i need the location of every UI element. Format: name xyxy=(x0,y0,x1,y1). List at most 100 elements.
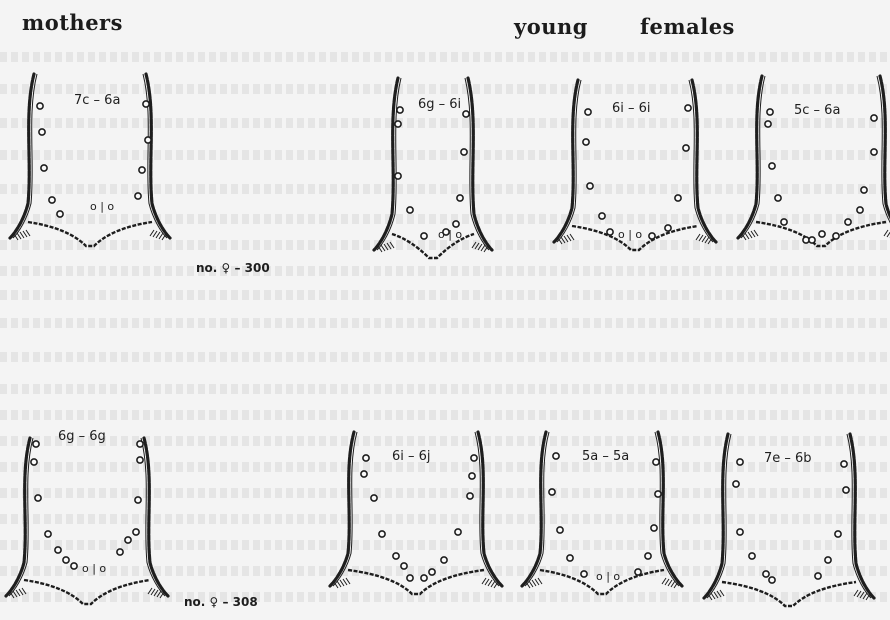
teat-dot xyxy=(49,197,55,203)
teat-dot xyxy=(549,489,555,495)
left-body-outline xyxy=(554,80,578,242)
teat-dot xyxy=(39,129,45,135)
teat-dot xyxy=(401,563,407,569)
teat-dot xyxy=(63,557,69,563)
outline-hatch-mark xyxy=(696,234,700,240)
teat-dot xyxy=(407,575,413,581)
teat-dot xyxy=(135,497,141,503)
teat-dot xyxy=(57,211,63,217)
teat-dot xyxy=(145,137,151,143)
teat-formula-label: 5c – 6a xyxy=(794,103,840,118)
teat-dot xyxy=(649,233,655,239)
inguinal-outline xyxy=(722,582,856,606)
inguinal-outline xyxy=(348,570,484,594)
teat-dot xyxy=(31,459,37,465)
vulva-marker: o | o xyxy=(82,562,106,575)
outline-hatch-mark xyxy=(665,579,669,585)
teat-dot xyxy=(471,455,477,461)
teat-dot xyxy=(635,569,641,575)
teat-dot xyxy=(841,461,847,467)
outline-hatch-mark xyxy=(860,592,864,598)
outline-hatch-mark xyxy=(671,581,675,587)
teat-dot xyxy=(861,187,867,193)
teat-dot xyxy=(749,553,755,559)
teat-dot xyxy=(429,569,435,575)
teat-dot xyxy=(441,557,447,563)
teat-dot xyxy=(775,195,781,201)
teat-dot xyxy=(815,573,821,579)
left-body-outline xyxy=(330,432,354,586)
inguinal-outline xyxy=(28,222,152,246)
teat-dot xyxy=(599,213,605,219)
outline-hatch-mark xyxy=(481,245,485,251)
teat-dot xyxy=(363,455,369,461)
teat-dot xyxy=(769,577,775,583)
panel-young-5a-5a: 5a – 5a o | o xyxy=(522,432,682,594)
teat-dot xyxy=(581,571,587,577)
teat-dot xyxy=(453,221,459,227)
teat-dot xyxy=(685,105,691,111)
outline-hatch-mark xyxy=(475,243,479,249)
outline-hatch-mark xyxy=(346,578,350,584)
outline-hatch-mark xyxy=(884,230,888,236)
teat-dot xyxy=(857,207,863,213)
inguinal-outline xyxy=(24,580,150,604)
outline-hatch-mark xyxy=(705,237,709,243)
teat-dot xyxy=(769,163,775,169)
teat-dot xyxy=(871,149,877,155)
teat-dot xyxy=(683,145,689,151)
teat-dot xyxy=(461,149,467,155)
right-body-outline xyxy=(146,74,170,238)
teat-dot xyxy=(41,165,47,171)
outline-hatch-mark xyxy=(488,580,492,586)
teat-dot xyxy=(397,107,403,113)
outline-hatch-mark xyxy=(478,244,482,250)
teat-formula-label: 7e – 6b xyxy=(764,451,812,466)
teat-dot xyxy=(665,225,671,231)
teat-dot xyxy=(583,139,589,145)
outline-hatch-mark xyxy=(337,581,341,587)
specimen-number-caption: no. ♀ – 308 xyxy=(184,595,258,609)
outline-hatch-mark xyxy=(390,242,394,248)
teat-dot xyxy=(587,183,593,189)
teat-formula-label: 6g – 6i xyxy=(418,97,461,112)
teat-dot xyxy=(655,491,661,497)
right-body-outline xyxy=(850,434,874,598)
outline-hatch-mark xyxy=(472,242,476,248)
teat-dot xyxy=(455,529,461,535)
outline-hatch-mark xyxy=(340,580,344,586)
outline-hatch-mark xyxy=(381,245,385,251)
teat-dot xyxy=(809,237,815,243)
outline-hatch-mark xyxy=(702,236,706,242)
right-body-outline xyxy=(658,432,682,586)
teat-dot xyxy=(407,207,413,213)
teat-dot xyxy=(767,109,773,115)
teat-dot xyxy=(553,453,559,459)
teat-dot xyxy=(781,219,787,225)
teat-dot xyxy=(467,493,473,499)
teat-dot xyxy=(117,549,123,555)
teat-dot xyxy=(585,109,591,115)
vulva-marker: o | o xyxy=(438,228,462,241)
teat-formula-label: 5a – 5a xyxy=(582,449,629,464)
outline-hatch-mark xyxy=(156,232,160,238)
teat-dot xyxy=(35,495,41,501)
outline-hatch-mark xyxy=(570,234,574,240)
outline-hatch-mark xyxy=(154,590,158,596)
outline-hatch-mark xyxy=(491,581,495,587)
teat-dot xyxy=(843,487,849,493)
teat-dot xyxy=(567,555,573,561)
outline-hatch-mark xyxy=(151,589,155,595)
outline-hatch-mark xyxy=(561,237,565,243)
teat-dot xyxy=(765,121,771,127)
outline-hatch-mark xyxy=(23,231,27,237)
teat-dot xyxy=(137,441,143,447)
vulva-marker: o | o xyxy=(596,570,620,583)
outline-hatch-mark xyxy=(662,578,666,584)
teat-dot xyxy=(733,481,739,487)
teat-dot xyxy=(819,231,825,237)
teat-dot xyxy=(395,121,401,127)
outline-hatch-mark xyxy=(535,579,539,585)
outline-hatch-mark xyxy=(387,243,391,249)
teat-dot xyxy=(393,553,399,559)
